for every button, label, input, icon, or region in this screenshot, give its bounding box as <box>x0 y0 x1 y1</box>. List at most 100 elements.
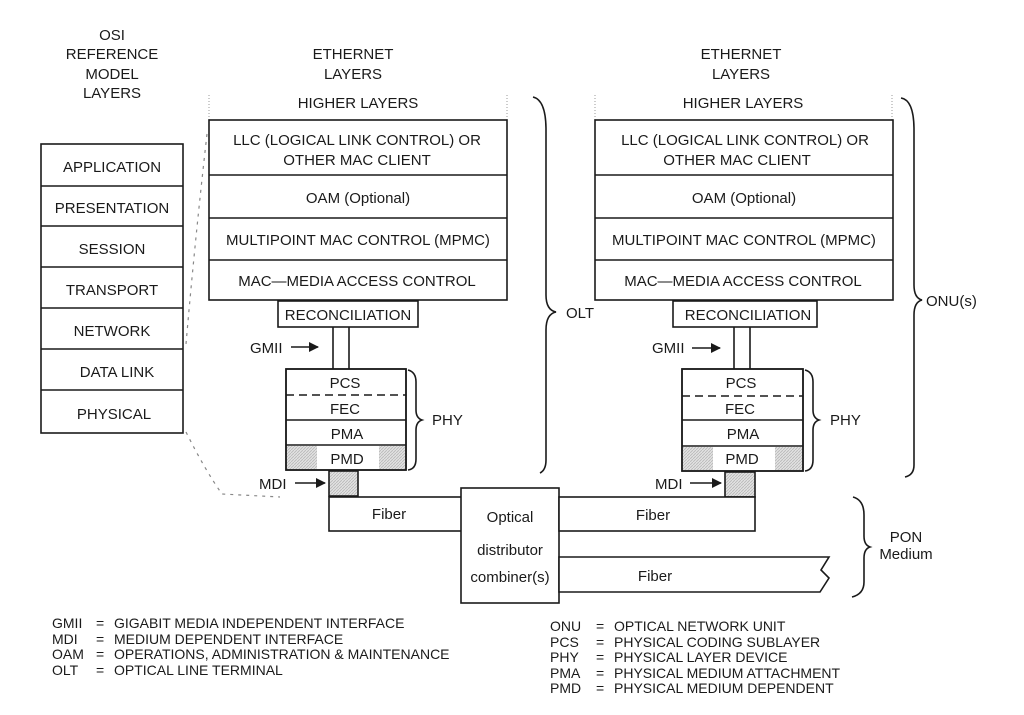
pon-label-line2: Medium <box>879 546 932 563</box>
legend-row: OLT = OPTICAL LINE TERMINAL <box>52 661 450 679</box>
onu-label: ONU(s) <box>926 293 977 310</box>
olt-pmd-hatch <box>379 446 405 469</box>
olt-ethernet-title: LAYERS <box>324 66 382 83</box>
legend-row: PCS = PHYSICAL CODING SUBLAYER <box>550 633 840 651</box>
olt-phy-brace-icon <box>407 369 425 471</box>
legend-eq: = <box>96 630 105 647</box>
pon-medium: Fiber Optical distributor combiner(s) Fi… <box>328 487 933 604</box>
legend-text: GIGABIT MEDIA INDEPENDENT INTERFACE <box>114 615 405 631</box>
splitter-line3: combiner(s) <box>470 569 549 586</box>
legend-text: PHYSICAL MEDIUM DEPENDENT <box>614 680 834 696</box>
olt-mdi-connector <box>329 471 358 496</box>
legend-eq: = <box>96 661 105 678</box>
legend-text: PHYSICAL CODING SUBLAYER <box>614 633 821 650</box>
olt-llc-line2: OTHER MAC CLIENT <box>283 152 431 169</box>
onu-ethernet-title: ETHERNET <box>701 46 782 63</box>
mapping-line-bottom <box>185 431 281 498</box>
legend-eq: = <box>596 649 605 665</box>
olt-pcs: PCS <box>330 375 361 392</box>
legend-row: PMD = PHYSICAL MEDIUM DEPENDENT <box>550 680 840 697</box>
osi-layer-presentation: PRESENTATION <box>55 200 169 217</box>
onu-pmd-hatch <box>775 447 802 470</box>
onu-higher-layers: HIGHER LAYERS <box>683 95 804 112</box>
legend-text: OPTICAL NETWORK UNIT <box>614 618 786 634</box>
fiber-right-top-label: Fiber <box>636 507 670 524</box>
legend-row: PHY = PHYSICAL LAYER DEVICE <box>550 649 840 666</box>
legend-row: OAM=OPERATIONS, ADMINISTRATION & MAINTEN… <box>52 646 450 663</box>
legend-eq: = <box>596 680 605 696</box>
onu-phy-label: PHY <box>830 412 861 429</box>
legend-abbr: OAM <box>52 646 84 662</box>
osi-layer-stack: APPLICATION PRESENTATION SESSION TRANSPO… <box>40 143 184 434</box>
onu-reconciliation: RECONCILIATION <box>685 307 811 324</box>
fiber-right-top <box>558 496 756 532</box>
legend-right: ONU=OPTICAL NETWORK UNIT PCS=PHYSICAL CO… <box>550 618 841 697</box>
onu-pma: PMA <box>727 426 760 443</box>
legend-abbr: PMA <box>550 664 581 681</box>
onu-mdi-label: MDI <box>655 476 683 493</box>
legend-abbr: GMII <box>52 615 83 631</box>
osi-stack-frame <box>40 143 184 434</box>
legend-row: PMA = PHYSICAL MEDIUM ATTACHMENT <box>550 664 841 682</box>
olt-brace-icon <box>532 96 557 474</box>
legend-abbr: MDI <box>52 630 78 647</box>
olt-mac-stack-frame <box>208 119 508 301</box>
olt-mpmc: MULTIPOINT MAC CONTROL (MPMC) <box>226 232 490 249</box>
legend-row: ONU=OPTICAL NETWORK UNIT <box>550 618 840 635</box>
legend-abbr: PHY <box>550 649 579 665</box>
olt-mac: MAC—MEDIA ACCESS CONTROL <box>238 273 476 290</box>
olt-mdi-connector-outline <box>328 470 359 497</box>
olt-pma: PMA <box>331 426 364 443</box>
onu-stack: ETHERNET LAYERS HIGHER LAYERS LLC (LOGIC… <box>594 46 977 498</box>
olt-pmd: PMD <box>330 451 364 468</box>
olt-oam: OAM (Optional) <box>306 190 410 207</box>
onu-pcs: PCS <box>726 375 757 392</box>
legend-text: PHYSICAL LAYER DEVICE <box>614 649 788 665</box>
pon-brace-icon <box>851 496 873 598</box>
osi-layer-network: NETWORK <box>74 323 151 340</box>
legend-abbr: PCS <box>550 633 579 650</box>
pon-label-line1: PON <box>890 529 923 546</box>
legend-row: GMII=GIGABIT MEDIA INDEPENDENT INTERFACE <box>52 615 450 632</box>
olt-stack: ETHERNET LAYERS HIGHER LAYERS LLC (LOGIC… <box>208 46 594 497</box>
onu-brace-icon <box>900 97 923 478</box>
olt-reconciliation: RECONCILIATION <box>285 307 411 324</box>
osi-title-line: REFERENCE <box>66 46 159 63</box>
onu-mpmc: MULTIPOINT MAC CONTROL (MPMC) <box>612 232 876 249</box>
onu-llc-line2: OTHER MAC CLIENT <box>663 152 811 169</box>
osi-layer-physical: PHYSICAL <box>77 406 151 423</box>
olt-phy-label: PHY <box>432 412 463 429</box>
legend-text: OPERATIONS, ADMINISTRATION & MAINTENANCE <box>114 646 450 662</box>
osi-title-line: LAYERS <box>83 85 141 102</box>
olt-mdi-label: MDI <box>259 476 287 493</box>
splitter-line1: Optical <box>487 509 534 526</box>
onu-pmd: PMD <box>725 451 759 468</box>
olt-ethernet-title: ETHERNET <box>313 46 394 63</box>
osi-layer-transport: TRANSPORT <box>66 282 158 299</box>
onu-mac-stack-frame <box>594 119 894 301</box>
legend-abbr: PMD <box>550 680 582 696</box>
legend-text: OPTICAL LINE TERMINAL <box>114 661 283 678</box>
onu-phy-brace-icon <box>804 369 822 472</box>
fiber-right-bottom <box>558 556 831 593</box>
legend-eq: = <box>596 664 605 681</box>
legend-text: PHYSICAL MEDIUM ATTACHMENT <box>614 664 841 681</box>
legend-left: GMII=GIGABIT MEDIA INDEPENDENT INTERFACE… <box>52 615 450 679</box>
legend-abbr: OLT <box>52 661 79 678</box>
osi-title-line: MODEL <box>85 66 138 83</box>
onu-oam: OAM (Optional) <box>692 190 796 207</box>
osi-title-line: OSI <box>99 27 125 44</box>
optical-splitter <box>460 487 560 604</box>
onu-mac: MAC—MEDIA ACCESS CONTROL <box>624 273 862 290</box>
legend-abbr: ONU <box>550 618 582 634</box>
onu-ethernet-title: LAYERS <box>712 66 770 83</box>
osi-title: OSI REFERENCE MODEL LAYERS <box>66 27 159 102</box>
olt-reconciliation-box <box>277 300 419 328</box>
legend-eq: = <box>596 633 605 650</box>
fiber-right-bottom-label: Fiber <box>638 568 672 585</box>
onu-fec: FEC <box>725 401 755 418</box>
osi-layer-data-link: DATA LINK <box>80 364 154 381</box>
onu-mdi-connector <box>725 472 755 497</box>
osi-layer-session: SESSION <box>79 241 146 258</box>
